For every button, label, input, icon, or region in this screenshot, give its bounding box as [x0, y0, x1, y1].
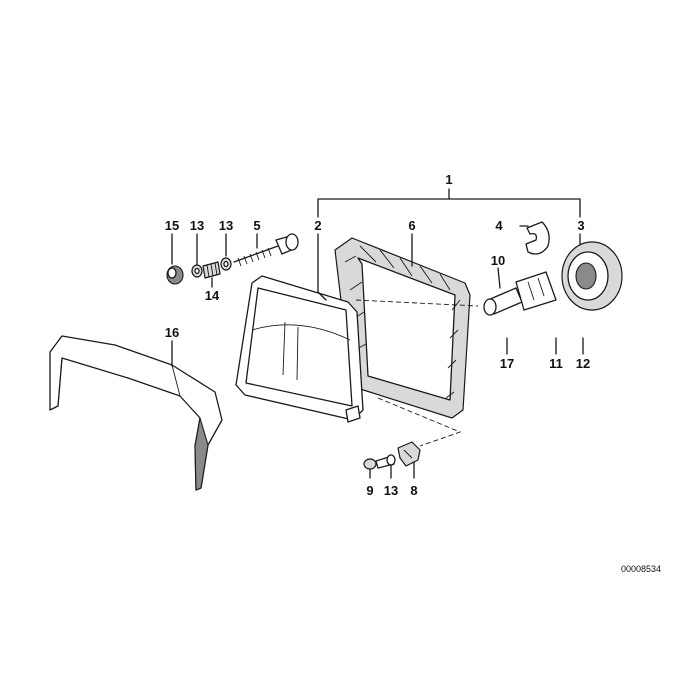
callout-9: 9 [366, 483, 373, 498]
part-14-spring-nut [202, 261, 221, 288]
callout-1: 1 [445, 172, 452, 187]
callout-8: 8 [410, 483, 417, 498]
part-3-rubber-cap [561, 233, 623, 311]
callout-15: 15 [165, 218, 179, 233]
part-8-clip [397, 441, 421, 479]
part-2-headlight-unit [235, 233, 364, 423]
part-6-frame [334, 233, 471, 419]
callout-2: 2 [314, 218, 321, 233]
callout-11: 11 [549, 356, 563, 371]
part-15-cap [166, 233, 184, 285]
part-13-washer-a [191, 233, 203, 278]
part-4-retaining-clip [519, 221, 550, 255]
callout-5: 5 [253, 218, 260, 233]
callout-4: 4 [495, 218, 503, 233]
part-10-bulb [483, 267, 557, 316]
document-number: 00008534 [621, 564, 661, 574]
assembly-dash-lines [355, 299, 479, 447]
callout-13-b: 13 [219, 218, 233, 233]
callout-10: 10 [491, 253, 505, 268]
part-13-washer-c [386, 454, 396, 479]
callout-3: 3 [577, 218, 584, 233]
callout-6: 6 [408, 218, 415, 233]
callout-13-c: 13 [384, 483, 398, 498]
callout-16: 16 [165, 325, 179, 340]
callout-13-a: 13 [190, 218, 204, 233]
parts-17-11-12-leaders [506, 337, 584, 355]
part-16-trim-cover [49, 335, 223, 491]
callout-17: 17 [500, 356, 514, 371]
callout-14: 14 [205, 288, 220, 303]
callout-12: 12 [576, 356, 590, 371]
part-5-adjusting-screw [233, 233, 299, 267]
assembly-bracket [317, 188, 581, 218]
part-13-washer-b [220, 233, 232, 271]
